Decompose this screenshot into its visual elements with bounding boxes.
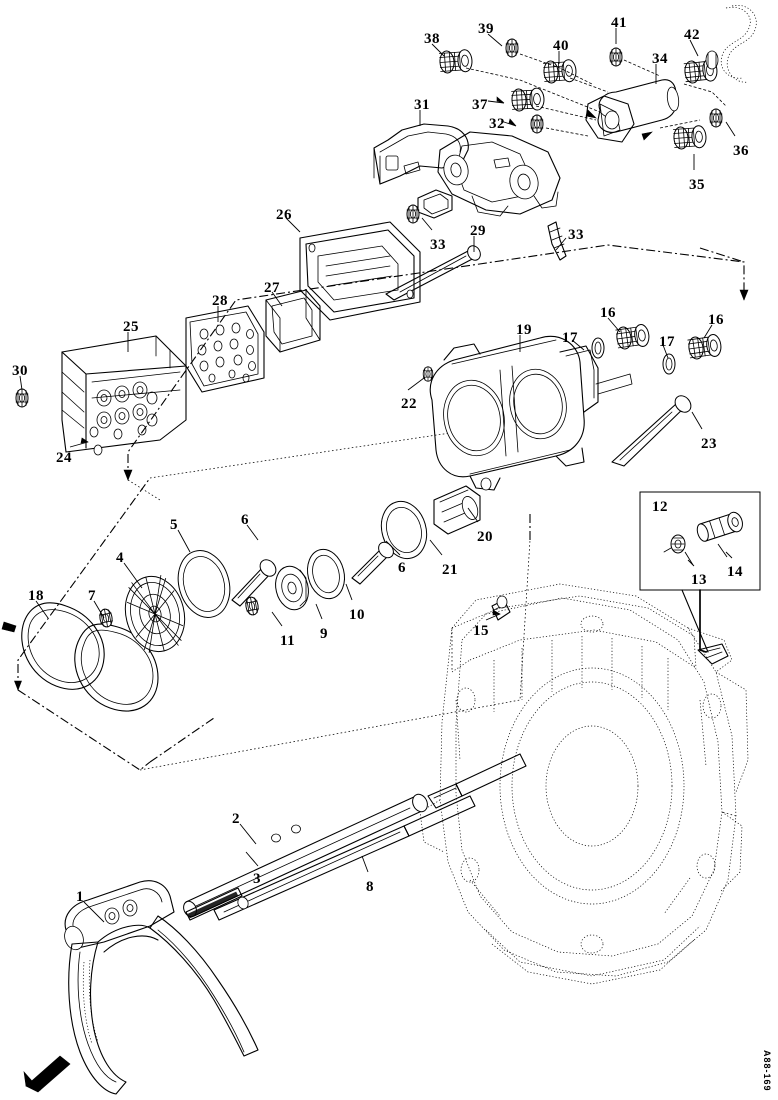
callout-10: 10 [349,607,365,623]
callout-15: 15 [473,623,489,639]
callout-17b: 17 [659,334,675,350]
callout-20: 20 [477,529,493,545]
callout-14: 14 [727,564,743,580]
callout-27: 27 [264,280,280,296]
callout-1: 1 [76,889,84,905]
callout-39: 39 [478,21,494,37]
callout-16b: 16 [708,312,724,328]
callout-30: 30 [12,363,28,379]
callout-23: 23 [701,436,717,452]
callout-2: 2 [232,811,240,827]
callout-4: 4 [116,550,124,566]
callout-26: 26 [276,207,292,223]
callout-31: 31 [414,97,430,113]
callout-25: 25 [123,319,139,335]
callout-21: 21 [442,562,458,578]
callout-16a: 16 [600,305,616,321]
callout-3: 3 [253,871,261,887]
callout-17a: 17 [562,330,578,346]
callout-36: 36 [733,143,749,159]
callout-41: 41 [611,15,627,31]
callout-35: 35 [689,177,705,193]
callout-19: 19 [516,322,532,338]
callout-28: 28 [212,293,228,309]
callout-11: 11 [280,633,296,649]
callout-18: 18 [28,588,44,604]
callout-6b: 6 [398,560,406,576]
callout-37: 37 [472,97,488,113]
callout-7: 7 [88,588,96,604]
callout-9: 9 [320,626,328,642]
callout-33a: 33 [430,237,446,253]
callout-5: 5 [170,517,178,533]
callout-13: 13 [691,572,707,588]
callout-32: 32 [489,116,505,132]
callout-12: 12 [652,499,668,515]
view-direction-arrow [23,1055,71,1093]
callout-29: 29 [470,223,486,239]
callout-38: 38 [424,31,440,47]
callout-40: 40 [553,38,569,54]
callout-34: 34 [652,51,668,67]
callout-22: 22 [401,396,417,412]
callout-24: 24 [56,450,72,466]
callout-33b: 33 [568,227,584,243]
drawing-reference-code: A88-169 [762,1050,772,1092]
callout-8: 8 [366,879,374,895]
callout-6a: 6 [241,512,249,528]
callout-42: 42 [684,27,700,43]
